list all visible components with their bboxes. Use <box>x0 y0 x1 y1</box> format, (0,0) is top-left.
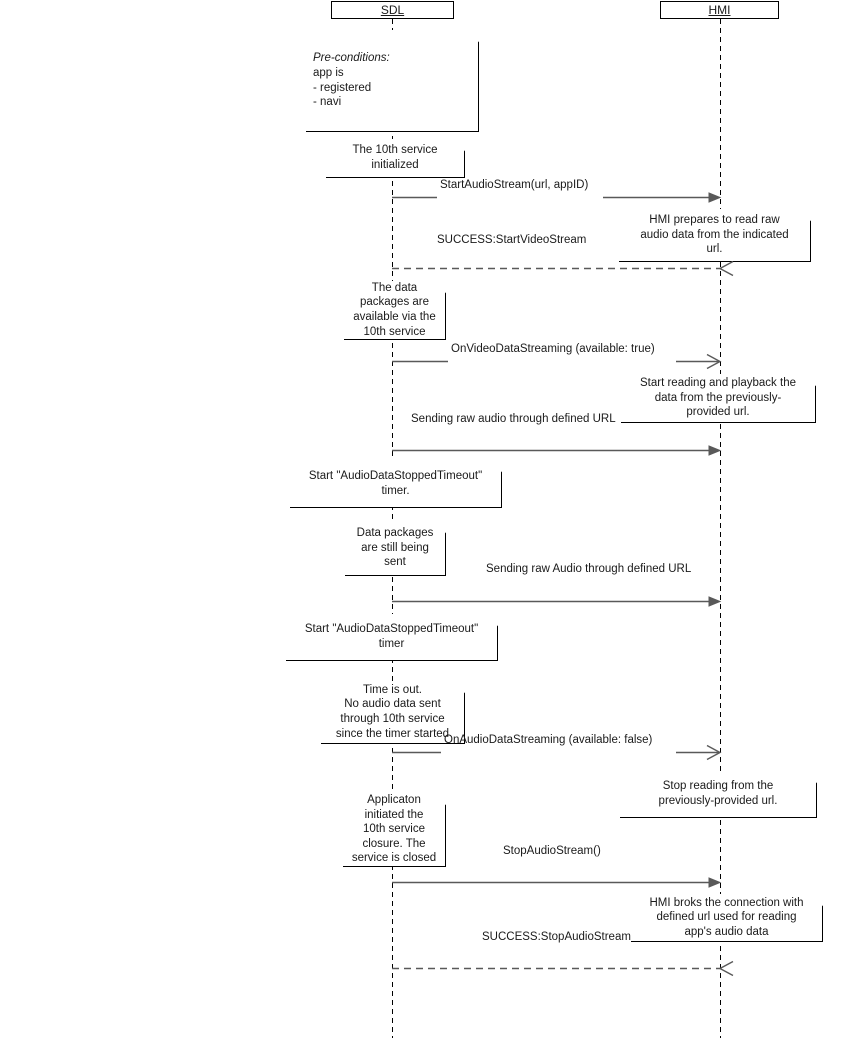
note-start-timer-2-text: Start "AudioDataStoppedTimeout" timer <box>304 623 479 650</box>
note-start-reading-playback[interactable]: Start reading and playback the data from… <box>621 374 815 422</box>
note-hmi-broks-connection[interactable]: HMI broks the connection with defined ur… <box>631 894 822 941</box>
note-hmi-prepares[interactable]: HMI prepares to read raw audio data from… <box>619 209 810 261</box>
message-label-on-audio-data-streaming: OnAudioDataStreaming (available: false) <box>444 734 653 746</box>
note-hmi-prepares-text: HMI prepares to read raw audio data from… <box>640 214 789 256</box>
note-service-initialized[interactable]: The 10th service initialized <box>326 139 464 177</box>
note-start-timer-2[interactable]: Start "AudioDataStoppedTimeout" timer <box>286 614 497 660</box>
lifeline-label-hmi: HMI <box>708 3 731 17</box>
note-preconditions-line: - navi <box>313 96 342 109</box>
message-label-on-video-data-streaming: OnVideoDataStreaming (available: true) <box>451 343 655 355</box>
note-data-still-sent-text: Data packages are still being sent <box>356 527 434 569</box>
note-hmi-broks-connection-text: HMI broks the connection with defined ur… <box>649 896 804 938</box>
note-stop-reading-text: Stop reading from the previously-provide… <box>658 780 778 807</box>
message-label-sending-raw-audio-1: Sending raw audio through defined URL <box>411 413 616 425</box>
note-data-packages-available-text: The data packages are available via the … <box>353 281 436 338</box>
message-label-stop-audio-stream: StopAudioStream() <box>503 845 601 857</box>
note-preconditions-line: app is <box>313 66 344 79</box>
note-start-reading-playback-text: Start reading and playback the data from… <box>640 377 796 419</box>
message-label-start-audio-stream: StartAudioStream(url, appID) <box>440 179 589 191</box>
note-time-is-out-text: Time is out. No audio data sent through … <box>335 683 450 740</box>
note-time-is-out[interactable]: Time is out. No audio data sent through … <box>321 681 464 743</box>
note-start-timer-1-text: Start "AudioDataStoppedTimeout" timer. <box>308 469 483 497</box>
message-label-success-start-video-stream: SUCCESS:StartVideoStream <box>437 234 587 246</box>
note-application-closure-text: Applicaton initiated the 10th service cl… <box>351 794 437 865</box>
note-data-packages-available[interactable]: The data packages are available via the … <box>344 281 445 339</box>
lifeline-header-hmi[interactable]: HMI <box>660 1 779 19</box>
note-data-still-sent[interactable]: Data packages are still being sent <box>345 521 445 575</box>
message-label-success-stop-audio-stream: SUCCESS:StopAudioStream <box>482 931 631 943</box>
note-application-closure[interactable]: Applicaton initiated the 10th service cl… <box>343 793 445 866</box>
lifeline-label-sdl: SDL <box>380 3 405 17</box>
message-label-sending-raw-audio-2: Sending raw Audio through defined URL <box>486 563 692 575</box>
note-start-timer-1[interactable]: Start "AudioDataStoppedTimeout" timer. <box>290 460 501 507</box>
note-stop-reading[interactable]: Stop reading from the previously-provide… <box>620 771 816 817</box>
note-preconditions-line: Pre-conditions: <box>313 52 390 65</box>
note-service-initialized-text: The 10th service initialized <box>352 144 438 171</box>
note-preconditions[interactable]: Pre-conditions:app is - registered - navi <box>306 30 478 131</box>
note-preconditions-line: - registered <box>313 81 372 94</box>
lifeline-header-sdl[interactable]: SDL <box>331 1 454 19</box>
note-preconditions-text: Pre-conditions:app is - registered - navi <box>313 51 471 109</box>
